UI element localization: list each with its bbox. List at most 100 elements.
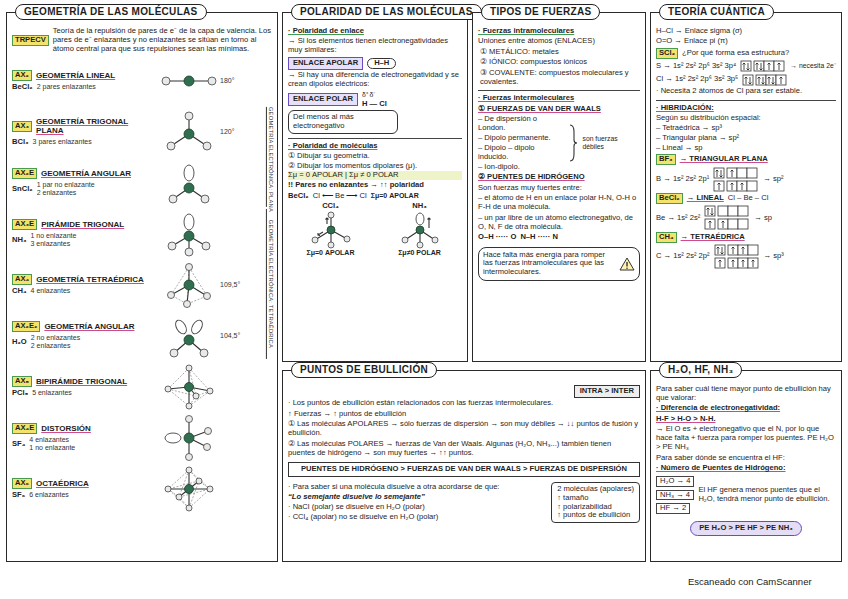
note-text: Según su distribución espacial: [656,114,836,123]
numbered-heading: H-F > H-O > N-H. [656,415,836,424]
note-text: – Ion-dipolo. [478,163,565,172]
layout-group: C → 1s² 2s² 2p²→ sp³ [656,244,836,269]
section-panel: H₂O, HF, NH₃Para saber cuál tiene mayor … [650,370,842,562]
note-text: → Si hay una diferencia de electronegati… [288,71,462,89]
formula-text: SF₄ [12,440,25,449]
note-text: → sp³ [764,252,784,261]
layout-group: AX₄GEOMETRÍA TETRAÉDRICACH₄4 enlazantes [12,274,156,296]
molecule-figure [160,416,218,460]
section-title: POLARIDAD DE LAS MOLÉCULAS [291,4,482,20]
note-text: Cl – Be – Cl [728,194,769,203]
layout-group: 2 pares enlazantes [37,83,96,91]
formula-text: N–H ····· N [520,233,558,242]
note-box: 2 moléculas (apolares)↑ tamaño↑ polariza… [551,482,640,524]
note-text: ¿Por qué forma esa estructura? [682,49,789,58]
geometry-name: GEOMETRÍA TETRAÉDRICA [36,275,144,284]
layout-group: AX₂GEOMETRÍA LINEALBeCl₂2 pares enlazant… [12,55,272,514]
bond-box: ENLACE POLAR [288,93,358,106]
note-text: ② IÓNICO: compuestos iónicos [478,58,640,67]
layout-group: AX₄GEOMETRÍA TETRAÉDRICACH₄4 enlazantes1… [12,259,272,310]
tag-label: AX₄E [12,423,37,434]
note-text: Son fuerzas muy fuertes entre: [478,184,640,193]
layout-group: AX₅BIPIRÁMIDE TRIGONAL [12,376,156,387]
caption-text: Escaneado con CamScanner [688,576,812,587]
pair-count: 5 enlazantes [32,389,72,397]
layout-group: AX₂EGEOMETRÍA ANGULARSnCl₂1 par no enlaz… [12,168,156,197]
note-text: ① METÁLICO: metales [478,48,640,57]
numbered-heading: → TRIANGULAR PLANA [680,155,768,164]
layout-group: BeCl₂Cl ⟵ Be ⟶ ClΣμ=0 APOLAR [288,192,462,201]
layout-group: AX₃ GEOMETRÍA TRIGONAL PLANA [12,117,156,136]
pair-count: 2 enlazantes [31,342,80,350]
layout-group: Be → 1s² 2s²→ sp [656,205,836,230]
note-text: Be → 1s² 2s² [656,214,700,223]
tag-label: AX₂ [12,70,32,81]
section-title: TEORÍA CUÁNTICA [659,4,774,20]
molecule-figure [160,110,218,154]
note-text: son fuerzas débiles [582,135,640,151]
pair-count: 3 pares enlazantes [33,138,92,146]
angle-label: 104,5° [220,332,240,340]
formula-text: SnCl₂ [12,185,33,194]
layout-group: NH₃1 no enlazante3 enlazantes [12,232,156,249]
layout-group: B → 1s² 2s² 2p¹→ sp² [656,167,836,192]
tag-label: AX₂E [12,168,37,179]
layout-group: 6 enlazantes [29,491,69,499]
result-label: Σμ=0 APOLAR [307,249,355,257]
layout-group: TRPECVTeoría de la repulsión de pares de… [12,27,272,54]
note-text: Del menos al más electronegativo [293,113,393,131]
tag-label: AX₃E [12,219,37,230]
geometry-name: GEOMETRÍA ANGULAR [44,322,134,331]
formula-oval: H–H [367,58,396,69]
layout-group: 4 enlazantes [31,287,71,295]
geometry-name: PIRÁMIDE TRIGONAL [41,220,124,229]
section-title: PUNTOS DE EBULLICIÓN [291,362,437,378]
layout-group [160,212,252,256]
layout-group: NH₃Σμ≠0 POLAR [377,202,462,257]
note-text: – Triangular plana → sp² [656,134,836,143]
section-title: GEOMETRÍA DE LAS MOLÉCULAS [15,4,207,20]
layout-group: δ⁺ δ⁻H — Cl [362,91,387,109]
molecule-figure [160,59,218,103]
bond-count: H₂O → 4 [656,476,694,487]
layout-group: CH₄→ TETRAÉDRICA [656,232,836,243]
numbered-heading: ② PUENTES DE HIDRÓGENO [478,173,640,182]
geometry-name: GEOMETRÍA TRIGONAL PLANA [36,117,156,136]
note-text: – un par libre de un átomo electronegati… [478,214,640,232]
layout-group: BeCl₂2 pares enlazantes [12,83,156,92]
orbital-diagram [714,244,760,269]
layout-group: · Para saber si una molécula disuelve a … [288,483,547,522]
layout-group: SCl₂¿Por qué forma esa estructura? [656,48,836,59]
layout-group: – De dispersión o London.– Dipolo perman… [478,115,565,172]
pair-count: 2 no enlazantes [31,334,80,342]
section-panel: GEOMETRÍA DE LAS MOLÉCULASTRPECVTeoría d… [6,12,278,562]
tag-label: AX₃ [12,121,32,132]
formula-text: NH₃ [12,236,26,245]
tag-label: BF₃ [656,154,676,165]
layout-group: · Para saber si una molécula disuelve a … [288,482,640,524]
numbered-heading: ① FUERZAS DE VAN DER WAALS [478,105,640,114]
formula-text: O–H ····· O [478,233,516,242]
tag-label: TRPECV [12,35,49,46]
tag-label: AX₂E₂ [12,321,40,332]
layout-group: AX₂E₂ GEOMETRÍA ANGULAR [12,321,156,332]
layout-group: BCl₃3 pares enlazantes [12,138,156,147]
angle-label: 109,5° [220,281,240,289]
note-text: !! Pares no enlazantes → ↑↑ polaridad [288,181,462,190]
note-text: ① Las moléculas APOLARES → sólo fuerzas … [288,420,640,438]
pair-count: 6 enlazantes [29,491,69,499]
orbital-diagram [713,167,759,192]
layout-group: Hace falta más energía para romper las f… [483,251,635,278]
note-text: – el átomo de H en un enlace polar H-N, … [478,194,640,212]
subheading: · Fuerzas intermoleculares [478,94,640,103]
quote-text: “Lo semejante disuelve lo semejante” [288,493,547,502]
bond-count: NH₃ → 4 [656,490,694,501]
layout-group: ENLACE APOLARH–H [288,57,462,70]
tag-label: AX₄ [12,274,32,285]
layout-group: AX₃ GEOMETRÍA TRIGONAL PLANA BCl₃3 pares e… [12,106,272,157]
subheading: · Polaridad de moléculas [288,142,462,151]
layout-group: 120° [160,110,252,154]
formula-text: PCl₅ [12,389,28,398]
note-text: · NaCl (polar) se disuelve en H₂O (polar… [288,503,547,512]
rule-box: PUENTES DE HIDRÓGENO > FUERZAS DE VAN DE… [288,462,640,477]
